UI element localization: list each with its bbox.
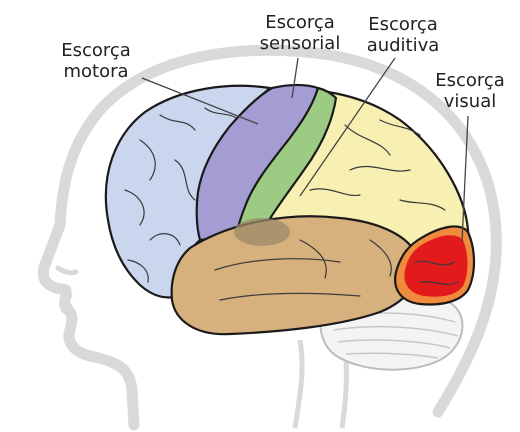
- label-sensory-line1: Escorça: [244, 12, 356, 33]
- label-motor-line2: motora: [36, 61, 156, 82]
- label-visual-cortex: Escorça visual: [422, 70, 518, 112]
- label-auditory-line1: Escorça: [352, 14, 454, 35]
- label-motor-line1: Escorça: [36, 40, 156, 61]
- label-sensory-cortex: Escorça sensorial: [244, 12, 356, 54]
- label-visual-line2: visual: [422, 91, 518, 112]
- label-auditory-line2: auditiva: [352, 35, 454, 56]
- label-visual-line1: Escorça: [422, 70, 518, 91]
- label-sensory-line2: sensorial: [244, 33, 356, 54]
- auditory-area: [234, 218, 290, 246]
- label-auditory-cortex: Escorça auditiva: [352, 14, 454, 56]
- label-motor-cortex: Escorça motora: [36, 40, 156, 82]
